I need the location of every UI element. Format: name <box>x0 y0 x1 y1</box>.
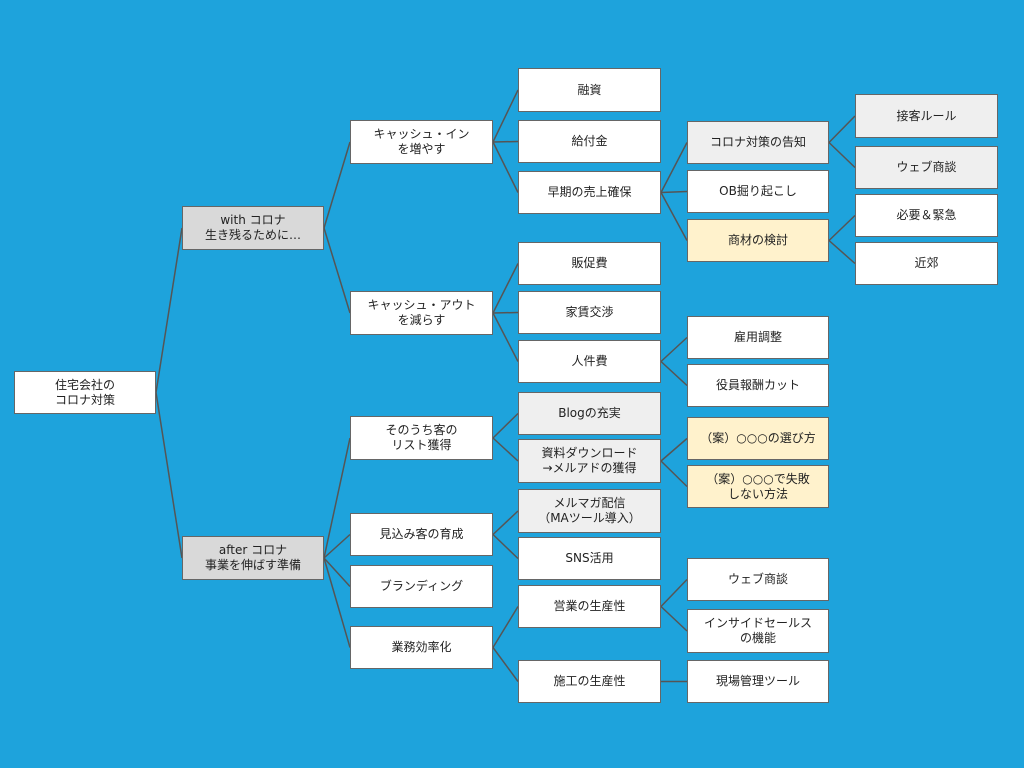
connector-sales_prod-inside <box>660 605 688 632</box>
connector-list-blog <box>492 412 519 439</box>
mail-magazine-node: メルマガ配信 （MAツール導入） <box>518 489 661 533</box>
customer-rules-node: 接客ルール <box>855 94 998 138</box>
connector-efficiency-const_prod <box>492 647 519 682</box>
web-meeting-node-2: ウェブ商談 <box>687 558 829 601</box>
promo-cost-node: 販促費 <box>518 242 661 285</box>
connector-with-cash_in <box>323 141 351 229</box>
blog-node: Blogの充実 <box>518 392 661 435</box>
lead-nurture-node: 見込み客の育成 <box>350 513 493 556</box>
connector-cash_in-subsidy <box>492 140 519 143</box>
connector-with-cash_out <box>323 227 351 314</box>
connector-nurture-mailmag <box>492 510 519 536</box>
connector-cash_out-labor <box>492 312 519 362</box>
connector-after-list <box>323 437 351 559</box>
after-corona-node: after コロナ 事業を伸ばす準備 <box>182 536 324 580</box>
efficiency-node: 業務効率化 <box>350 626 493 669</box>
connector-labor-employ <box>660 336 688 363</box>
cash-in-node: キャッシュ・イン を増やす <box>350 120 493 164</box>
employment-adjust-node: 雇用調整 <box>687 316 829 359</box>
lead-list-node: そのうち客の リスト獲得 <box>350 416 493 460</box>
with-corona-node: with コロナ 生き残るために… <box>182 206 324 250</box>
connector-cash_out-rent <box>492 311 519 314</box>
connector-root-with <box>155 227 183 393</box>
executive-pay-cut-node: 役員報酬カット <box>687 364 829 407</box>
connector-sales_prod-web_sales2 <box>660 578 688 608</box>
construction-productivity-node: 施工の生産性 <box>518 660 661 703</box>
subsidy-node: 給付金 <box>518 120 661 163</box>
product-review-node: 商材の検討 <box>687 219 829 262</box>
labor-cost-node: 人件費 <box>518 340 661 383</box>
connector-cash_out-promo <box>492 263 519 314</box>
connector-after-efficiency <box>323 557 351 648</box>
connector-product-suburb <box>828 239 856 265</box>
corona-notice-node: コロナ対策の告知 <box>687 121 829 164</box>
sales-productivity-node: 営業の生産性 <box>518 585 661 628</box>
connector-download-draft2 <box>660 460 688 488</box>
connector-cash_in-early_sales <box>492 141 519 193</box>
connector-efficiency-sales_prod <box>492 606 519 648</box>
branding-node: ブランディング <box>350 565 493 608</box>
connector-labor-exec_cut <box>660 360 688 387</box>
connector-cash_in-loan <box>492 89 519 143</box>
inside-sales-node: インサイドセールス の機能 <box>687 609 829 653</box>
early-sales-node: 早期の売上確保 <box>518 171 661 214</box>
connector-notice-rules <box>828 115 856 144</box>
connector-after-nurture <box>323 533 351 559</box>
connector-download-draft1 <box>660 437 688 462</box>
connector-product-urgent <box>828 214 856 242</box>
connector-notice-web_sales <box>828 141 856 169</box>
connector-list-download <box>492 437 519 462</box>
connector-early_sales-product <box>660 192 688 241</box>
connector-nurture-sns <box>492 533 519 560</box>
connector-early_sales-notice <box>660 142 688 193</box>
loan-node: 融資 <box>518 68 661 112</box>
cash-out-node: キャッシュ・アウト を減らす <box>350 291 493 335</box>
connector-early_sales-ob <box>660 190 688 194</box>
site-management-tool-node: 現場管理ツール <box>687 660 829 703</box>
rent-node: 家賃交渉 <box>518 291 661 334</box>
connector-root-after <box>155 392 183 559</box>
necessary-urgent-node: 必要＆緊急 <box>855 194 998 237</box>
sns-node: SNS活用 <box>518 537 661 580</box>
draft-avoid-failure-node: （案）○○○で失敗 しない方法 <box>687 465 829 508</box>
connector-after-branding <box>323 557 351 588</box>
web-meeting-node: ウェブ商談 <box>855 146 998 189</box>
root-node: 住宅会社の コロナ対策 <box>14 371 156 414</box>
download-node: 資料ダウンロード →メルアドの獲得 <box>518 439 661 483</box>
draft-how-to-choose-node: （案）○○○の選び方 <box>687 417 829 460</box>
suburb-node: 近郊 <box>855 242 998 285</box>
ob-node: OB掘り起こし <box>687 170 829 213</box>
